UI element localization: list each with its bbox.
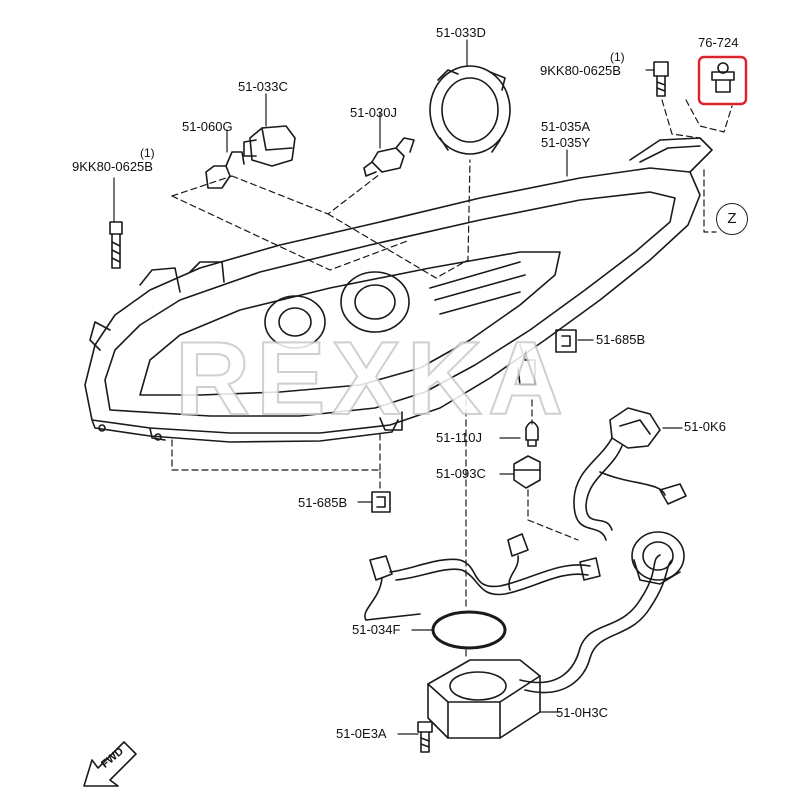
part-qty-9KK80-left: (1) — [140, 146, 155, 160]
bulb-51-110J — [525, 421, 539, 447]
gasket-51-034F — [431, 610, 507, 650]
fwd-arrow — [83, 741, 137, 787]
socket-51-093C — [513, 455, 541, 489]
leader-lines — [113, 39, 683, 735]
watermark: REXKA — [174, 320, 570, 438]
part-label-51-0E3A: 51-0E3A — [336, 726, 387, 741]
clip-76-724 — [711, 62, 735, 93]
part-label-51-093C: 51-093C — [436, 466, 486, 481]
part-label-51-685B-right: 51-685B — [596, 332, 646, 347]
connector-51-0K6 — [573, 407, 687, 541]
screw-51-0E3A — [417, 721, 433, 753]
bolt-left — [109, 221, 123, 269]
part-label-76-724: 76-724 — [698, 35, 739, 50]
part-label-51-035A: 51-035A — [541, 119, 591, 134]
headlamp-housing — [84, 137, 713, 443]
part-label-51-110J: 51-110J — [436, 430, 483, 445]
socket-cover-51-033D — [429, 65, 511, 155]
part-label-51-033C: 51-033C — [238, 79, 288, 94]
part-label-51-035Y: 51-035Y — [541, 135, 591, 150]
socket-51-033C — [243, 125, 296, 167]
clip-51-685B-left — [371, 491, 391, 513]
igniter-socket — [631, 531, 685, 585]
part-label-51-685B-left: 51-685B — [298, 495, 348, 510]
part-label-51-060G: 51-060G — [182, 119, 233, 134]
wire-harness — [364, 533, 601, 621]
clip-highlight-box — [697, 55, 748, 106]
part-label-51-0H3C: 51-0H3C — [556, 705, 609, 720]
part-label-51-034F: 51-034F — [352, 622, 401, 637]
bulb-51-030J — [363, 137, 415, 177]
clip-51-685B-right — [555, 329, 577, 353]
part-label-51-0K6: 51-0K6 — [684, 419, 726, 434]
bolt-right — [653, 61, 669, 97]
part-label-9KK80-0625B-left: 9KK80-0625B — [72, 159, 153, 174]
part-qty-9KK80-right: (1) — [610, 50, 625, 64]
dashed-assembly-lines — [171, 99, 733, 661]
part-label-9KK80-0625B-right: 9KK80-0625B — [540, 63, 621, 78]
bulb-51-060G — [205, 151, 245, 189]
part-label-51-033D: 51-033D — [436, 25, 486, 40]
part-label-51-030J: 51-030J — [350, 105, 397, 120]
zone-marker-z: Z — [716, 203, 748, 235]
